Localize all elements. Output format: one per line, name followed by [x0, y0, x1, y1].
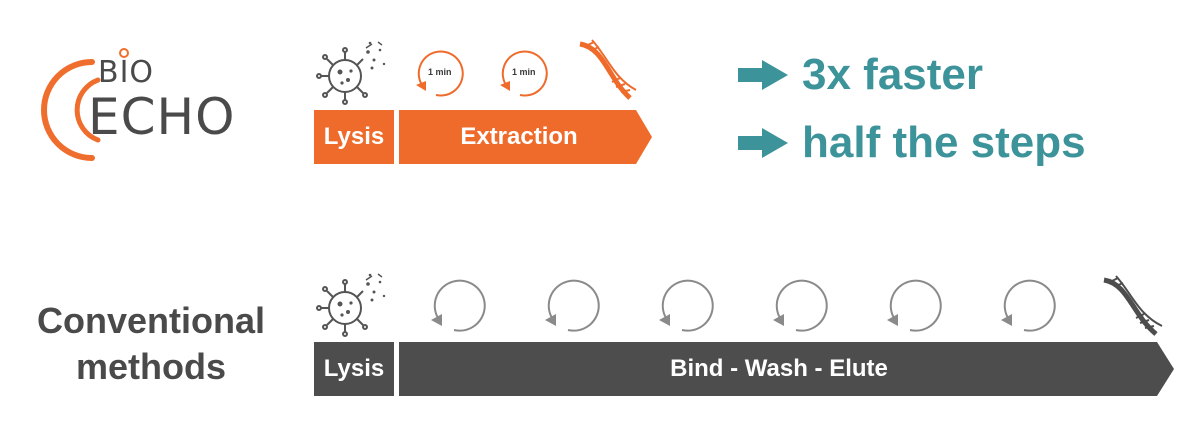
claim-faster-text: 3x faster [802, 50, 984, 99]
arrow-right-icon [738, 60, 788, 90]
claim-steps: half the steps [738, 118, 1086, 168]
logo-echo-text: ECHO [88, 88, 236, 146]
cycle-icon-1 [416, 50, 464, 97]
virus-icon [316, 273, 386, 337]
bioecho-lysis-label: Lysis [323, 123, 385, 150]
step-time-1: 1 min [428, 67, 452, 77]
claim-faster: 3x faster [738, 50, 983, 100]
logo-arcs-icon [41, 48, 129, 161]
conventional-cycle-icon-2 [545, 279, 600, 332]
bioecho-logo [40, 40, 270, 180]
conventional-cycle-icon-5 [887, 279, 942, 332]
step-time-2: 1 min [512, 67, 536, 77]
bioecho-process-bar [314, 110, 652, 164]
conventional-title-line2: methods [75, 346, 226, 387]
arrow-right-icon [738, 128, 788, 158]
conventional-process-bar [314, 342, 1174, 396]
conventional-title-line1: Conventional [36, 300, 265, 341]
conventional-cycle-icon-4 [773, 279, 828, 332]
logo-bio-text: BIO [98, 55, 155, 90]
claim-steps-text: half the steps [802, 118, 1086, 167]
virus-icon [316, 41, 386, 105]
conventional-steps-label: Bind - Wash - Elute [670, 355, 888, 382]
dna-icon [1103, 275, 1163, 336]
dna-icon [579, 39, 637, 100]
conventional-title: Conventional methods [20, 298, 282, 390]
bioecho-extraction-label: Extraction [460, 123, 578, 150]
conventional-cycle-icon-3 [659, 279, 714, 332]
conventional-lysis-label: Lysis [323, 355, 385, 382]
conventional-cycle-icon-1 [431, 279, 486, 332]
conventional-cycle-icon-6 [1001, 279, 1056, 332]
cycle-icon-2 [500, 50, 548, 97]
